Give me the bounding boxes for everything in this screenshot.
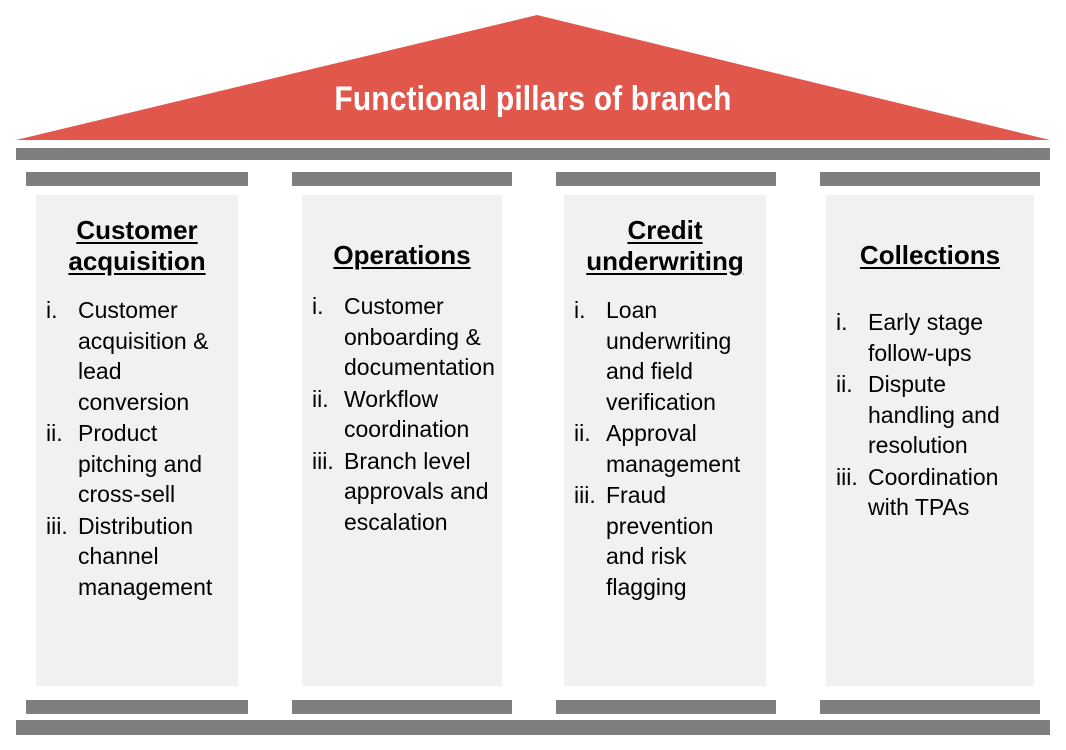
list-text: Approval management [606, 420, 741, 477]
pillar-operations[interactable]: Operations i. Customer onboarding & docu… [292, 172, 512, 714]
list-marker: ii. [312, 385, 329, 412]
list-item: i. Loan underwriting and field verificat… [574, 295, 756, 417]
list-item: ii. Approval management [574, 418, 756, 479]
pillar-customer-acquisition[interactable]: Customer acquisition i. Customer acquisi… [26, 172, 248, 714]
pillar-collections[interactable]: Collections i. Early stage follow-ups ii… [820, 172, 1040, 714]
pillar-shaft: Collections i. Early stage follow-ups ii… [826, 195, 1034, 686]
list-marker: iii. [46, 512, 68, 539]
list-text: Dispute handling and resolution [868, 371, 1000, 458]
pillar-item-list: i. Customer acquisition & lead conversio… [46, 277, 228, 602]
page-title: Functional pillars of branch [334, 80, 732, 118]
list-item: iii. Fraud prevention and risk flagging [574, 480, 756, 602]
architrave-beam [16, 148, 1050, 160]
pillar-heading: Collections [859, 240, 1001, 270]
pillar-capital [820, 172, 1040, 186]
list-marker: iii. [312, 447, 334, 474]
list-marker: i. [46, 297, 58, 323]
pillar-credit-underwriting[interactable]: Credit underwriting i. Loan underwriting… [556, 172, 776, 714]
pillar-base [292, 700, 512, 714]
pillar-heading: Customer acquisition [68, 215, 206, 276]
list-text: Loan underwriting and field verification [606, 297, 732, 415]
list-marker: i. [312, 293, 324, 319]
pillar-heading: Credit underwriting [586, 215, 744, 276]
list-marker: i. [836, 309, 848, 335]
pediment-roof: Functional pillars of branch [0, 0, 1066, 148]
list-marker: iii. [574, 482, 596, 508]
pillar-item-list: i. Loan underwriting and field verificat… [574, 277, 756, 602]
list-item: ii. Workflow coordination [312, 384, 492, 445]
list-item: ii. Dispute handling and resolution [836, 369, 1024, 461]
list-item: iii. Coordination with TPAs [836, 462, 1024, 523]
pediment-triangle-shape [16, 15, 1050, 140]
list-item: i. Early stage follow-ups [836, 307, 1024, 368]
list-marker: i. [574, 297, 586, 323]
list-text: Coordination with TPAs [868, 463, 999, 521]
list-marker: ii. [46, 420, 63, 446]
pillar-item-list: i. Customer onboarding & documentation i… [312, 271, 495, 538]
list-text: Customer acquisition & lead conversion [78, 297, 209, 415]
list-marker: ii. [574, 420, 591, 446]
pillar-base [820, 700, 1040, 714]
pillar-capital [556, 172, 776, 186]
list-text: Workflow coordination [344, 385, 470, 443]
list-item: iii. Distribution channel management [46, 511, 228, 603]
pillar-shaft: Operations i. Customer onboarding & docu… [302, 195, 502, 686]
list-marker: ii. [836, 371, 853, 397]
pillar-heading: Operations [333, 240, 471, 270]
list-text: Branch level approvals and escalation [344, 447, 489, 535]
pillar-base [26, 700, 248, 714]
pillar-shaft: Credit underwriting i. Loan underwriting… [564, 195, 766, 686]
list-item: ii. Product pitching and cross-sell [46, 418, 228, 510]
pillar-shaft: Customer acquisition i. Customer acquisi… [36, 195, 238, 686]
list-item: i. Customer acquisition & lead conversio… [46, 295, 228, 417]
pillar-base [556, 700, 776, 714]
pillar-item-list: i. Early stage follow-ups ii. Dispute ha… [836, 271, 1024, 523]
list-item: i. Customer onboarding & documentation [312, 291, 495, 383]
list-text: Customer onboarding & documentation [344, 293, 495, 380]
list-text: Fraud prevention and risk flagging [606, 482, 714, 600]
list-marker: iii. [836, 463, 858, 490]
list-item: iii. Branch level approvals and escalati… [312, 446, 492, 538]
list-text: Distribution channel management [78, 512, 213, 600]
stylobate-beam [16, 720, 1050, 735]
list-text: Product pitching and cross-sell [78, 420, 203, 507]
list-text: Early stage follow-ups [868, 309, 984, 366]
pillar-capital [292, 172, 512, 186]
pillar-capital [26, 172, 248, 186]
